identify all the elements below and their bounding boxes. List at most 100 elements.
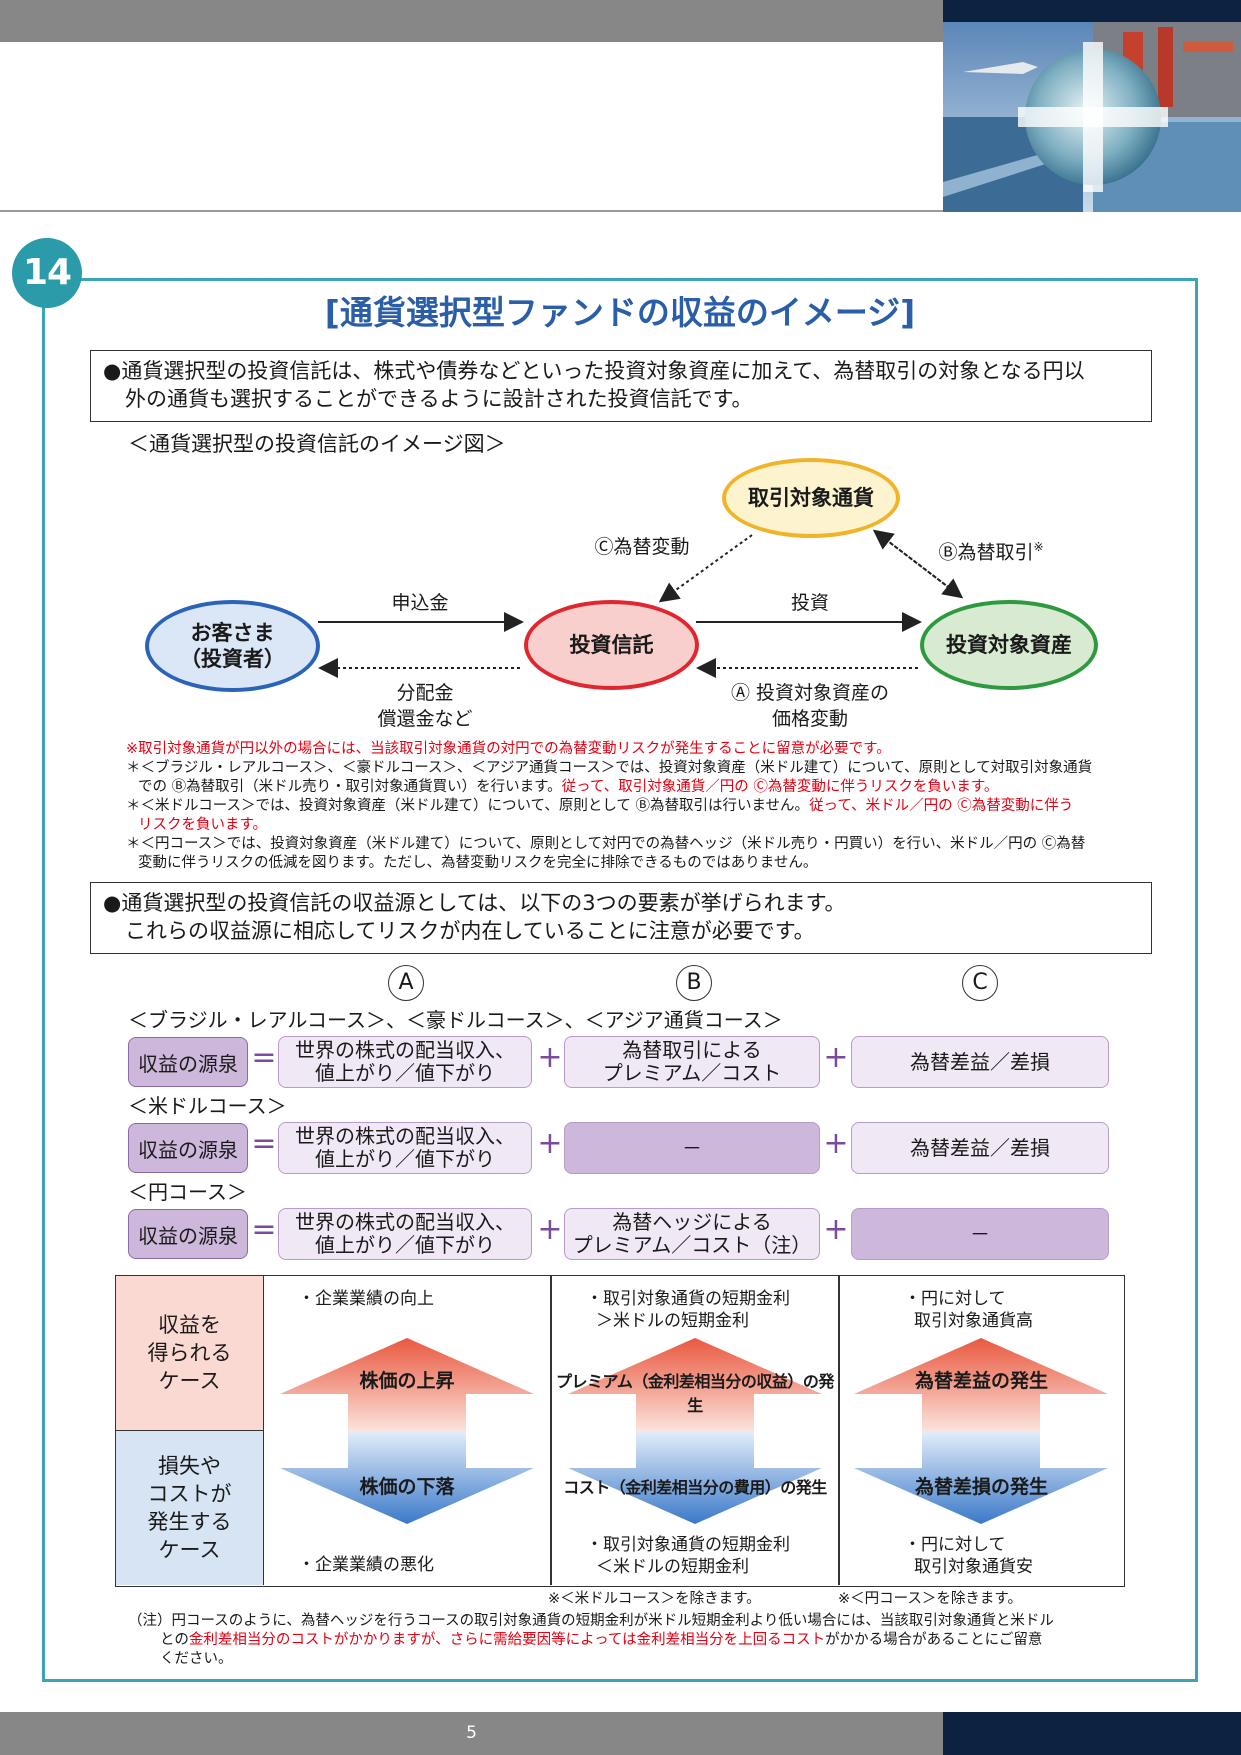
- diagram-notes: ※取引対象通貨が円以外の場合には、当該取引対象通貨の対円での為替変動リスクが発生…: [126, 740, 1136, 873]
- course-1-component-b: 為替取引によるプレミアム／コスト: [564, 1036, 820, 1088]
- revenue-source-2: 収益の源泉: [128, 1123, 248, 1173]
- header-bar-accent: [943, 0, 1241, 22]
- loss-label-line1: 損失や: [158, 1454, 221, 1478]
- footnote-hedge: （注）円コースのように、為替ヘッジを行うコースの取引対象通貨の短期金利が米ドル短…: [128, 1612, 1138, 1669]
- page-title: [通貨選択型ファンドの収益のイメージ]: [324, 293, 916, 332]
- course-3-b-line2: プレミアム／コスト（注）: [572, 1233, 812, 1257]
- loss-label-line4: ケース: [158, 1538, 221, 1562]
- arrow-b: [568, 1338, 822, 1524]
- case-c-top: ・円に対して 取引対象通貨高: [904, 1288, 1033, 1332]
- case-table-divider-2: [838, 1276, 840, 1585]
- case-b-top-line2: ＞米ドルの短期金利: [596, 1311, 749, 1331]
- label-distribution-line2: 償還金など: [377, 708, 473, 730]
- arrow-a: [280, 1338, 534, 1524]
- footnote-hedge-line3: ください。: [160, 1651, 233, 1667]
- case-c-bottom-line2: 取引対象通貨安: [914, 1557, 1033, 1577]
- header-divider: [0, 210, 943, 212]
- case-b-up: プレミアム（金利差相当分の収益）の発生: [556, 1372, 834, 1415]
- case-b-top: ・取引対象通貨の短期金利 ＞米ドルの短期金利: [586, 1288, 790, 1332]
- footer-bar-accent: [943, 1712, 1241, 1755]
- course-1-b-line1: 為替取引による: [622, 1038, 762, 1062]
- course-name-1: ＜ブラジル・レアルコース＞、＜豪ドルコース＞、＜アジア通貨コース＞: [128, 1008, 783, 1032]
- case-c-down: 為替差損の発生: [914, 1476, 1048, 1498]
- note-real-aud-asia-2-red: 従って、取引対象通貨／円の Ⓒ為替変動に伴うリスクを負います。: [561, 779, 999, 795]
- course-3-component-a: 世界の株式の配当収入、値上がり／値下がり: [278, 1208, 532, 1260]
- course-2-component-a: 世界の株式の配当収入、値上がり／値下がり: [278, 1122, 532, 1174]
- plus-sign-1a: +: [537, 1040, 563, 1075]
- note-usd-2: リスクを負います。: [138, 817, 268, 833]
- case-arrows: [280, 1338, 1108, 1524]
- label-price-change-line2: 価格変動: [771, 708, 848, 730]
- intro-line-2: 外の通貨も選択することができるように設計された投資信託です。: [125, 387, 753, 411]
- label-fx-trade-text: Ⓑ為替取引: [938, 541, 1034, 564]
- course-2-component-b: －: [564, 1122, 820, 1174]
- diagram-heading: ＜通貨選択型の投資信託のイメージ図＞: [128, 432, 506, 456]
- gain-case-label: 収益を 得られる ケース: [116, 1276, 264, 1431]
- case-b-bottom: ・取引対象通貨の短期金利 ＜米ドルの短期金利: [586, 1534, 790, 1578]
- node-customer-line1: お客さま: [190, 621, 275, 645]
- footnote-hedge-line2-a: との: [160, 1632, 189, 1648]
- node-customer: お客さま （投資者）: [145, 600, 320, 692]
- course-3-a-line2: 値上がり／値下がり: [315, 1233, 495, 1257]
- revenue-source-3: 収益の源泉: [128, 1209, 248, 1259]
- intro-box: ●通貨選択型の投資信託は、株式や債券などといった投資対象資産に加えて、為替取引の…: [90, 350, 1152, 422]
- footnote-hedge-line1: （注）円コースのように、為替ヘッジを行うコースの取引対象通貨の短期金利が米ドル短…: [128, 1613, 1054, 1629]
- note-fx-risk: ※取引対象通貨が円以外の場合には、当該取引対象通貨の対円での為替変動リスクが発生…: [126, 741, 891, 757]
- course-3-component-b: 為替ヘッジによるプレミアム／コスト（注）: [564, 1208, 820, 1260]
- note-real-aud-asia-2-text: での Ⓑ為替取引（米ドル売り・取引対象通貨買い）を行います。: [138, 779, 562, 795]
- column-letter-b: B: [676, 965, 712, 1001]
- course-3-b-line1: 為替ヘッジによる: [612, 1210, 772, 1234]
- node-customer-line2: （投資者）: [180, 647, 285, 671]
- case-c-up: 為替差益の発生: [914, 1370, 1048, 1392]
- column-letter-a: A: [388, 965, 424, 1001]
- note-jpy-2: 変動に伴うリスクの低減を図ります。ただし、為替変動リスクを完全に排除できるもので…: [138, 855, 818, 871]
- note-real-aud-asia-2: での Ⓑ為替取引（米ドル売り・取引対象通貨買い）を行います。従って、取引対象通貨…: [126, 778, 1136, 797]
- column-letter-c: C: [962, 965, 998, 1001]
- course-1-b-line2: プレミアム／コスト: [602, 1061, 782, 1085]
- sources-intro-line-2: これらの収益源に相応してリスクが内在していることに注意が必要です。: [125, 919, 815, 943]
- diagram-arrows: [318, 529, 964, 678]
- case-table-divider-1: [550, 1276, 552, 1585]
- case-c-bottom: ・円に対して 取引対象通貨安: [904, 1534, 1033, 1578]
- course-3-a-line1: 世界の株式の配当収入、: [295, 1210, 515, 1234]
- label-fx-trade-mark: ※: [1033, 540, 1044, 554]
- footnote-hedge-line2-b: がかかる場合があることにご留意: [825, 1632, 1043, 1648]
- equals-sign-3: =: [251, 1212, 277, 1247]
- label-distribution: 分配金 償還金など: [360, 680, 490, 732]
- sources-intro-line-1: ●通貨選択型の投資信託の収益源としては、以下の3つの要素が挙げられます。: [103, 891, 846, 915]
- gain-label-line3: ケース: [158, 1369, 221, 1393]
- equals-sign-1: =: [251, 1040, 277, 1075]
- node-investment-asset: 投資対象資産: [920, 600, 1098, 690]
- course-1-component-c: 為替差益／差損: [851, 1036, 1109, 1088]
- plus-sign-3a: +: [537, 1212, 563, 1247]
- note-usd-1-red: 従って、米ドル／円の Ⓒ為替変動に伴う: [809, 798, 1074, 814]
- revenue-source-1: 収益の源泉: [128, 1037, 248, 1087]
- note-real-aud-asia-1: ＊＜ブラジル・レアルコース＞、＜豪ドルコース＞、＜アジア通貨コース＞では、投資対…: [126, 760, 1093, 776]
- course-2-component-c: 為替差益／差損: [851, 1122, 1109, 1174]
- case-c-bottom-line1: ・円に対して: [904, 1535, 1006, 1555]
- course-1-component-a: 世界の株式の配当収入、値上がり／値下がり: [278, 1036, 532, 1088]
- plus-sign-2a: +: [537, 1126, 563, 1161]
- loss-label-line2: コストが: [147, 1482, 232, 1506]
- footer-bar: [0, 1712, 943, 1755]
- label-invest: 投資: [790, 592, 829, 614]
- gain-label-line1: 収益を: [158, 1313, 221, 1337]
- course-1-a-line2: 値上がり／値下がり: [315, 1061, 495, 1085]
- case-c-top-line2: 取引対象通貨高: [914, 1311, 1033, 1331]
- plus-sign-2b: +: [823, 1126, 849, 1161]
- course-3-component-c: －: [851, 1208, 1109, 1260]
- label-fx-trade: Ⓑ為替取引※: [926, 534, 1056, 565]
- course-1-a-line1: 世界の株式の配当収入、: [295, 1038, 515, 1062]
- label-distribution-line1: 分配金: [396, 682, 454, 704]
- node-investment-trust: 投資信託: [524, 600, 699, 690]
- label-price-change: Ⓐ 投資対象資産の 価格変動: [720, 680, 900, 732]
- case-a-down: 株価の下落: [359, 1476, 455, 1498]
- label-price-change-line1: Ⓐ 投資対象資産の: [730, 682, 890, 704]
- note-usd-1-text: ＊＜米ドルコース＞では、投資対象資産（米ドル建て）について、原則として Ⓑ為替取…: [126, 798, 810, 814]
- plus-sign-1b: +: [823, 1040, 849, 1075]
- label-fx-change: Ⓒ為替変動: [594, 536, 690, 558]
- header-photo-collage: [943, 22, 1241, 212]
- equals-sign-2: =: [251, 1126, 277, 1161]
- arrow-c: [854, 1338, 1108, 1524]
- gain-label-line2: 得られる: [147, 1341, 232, 1365]
